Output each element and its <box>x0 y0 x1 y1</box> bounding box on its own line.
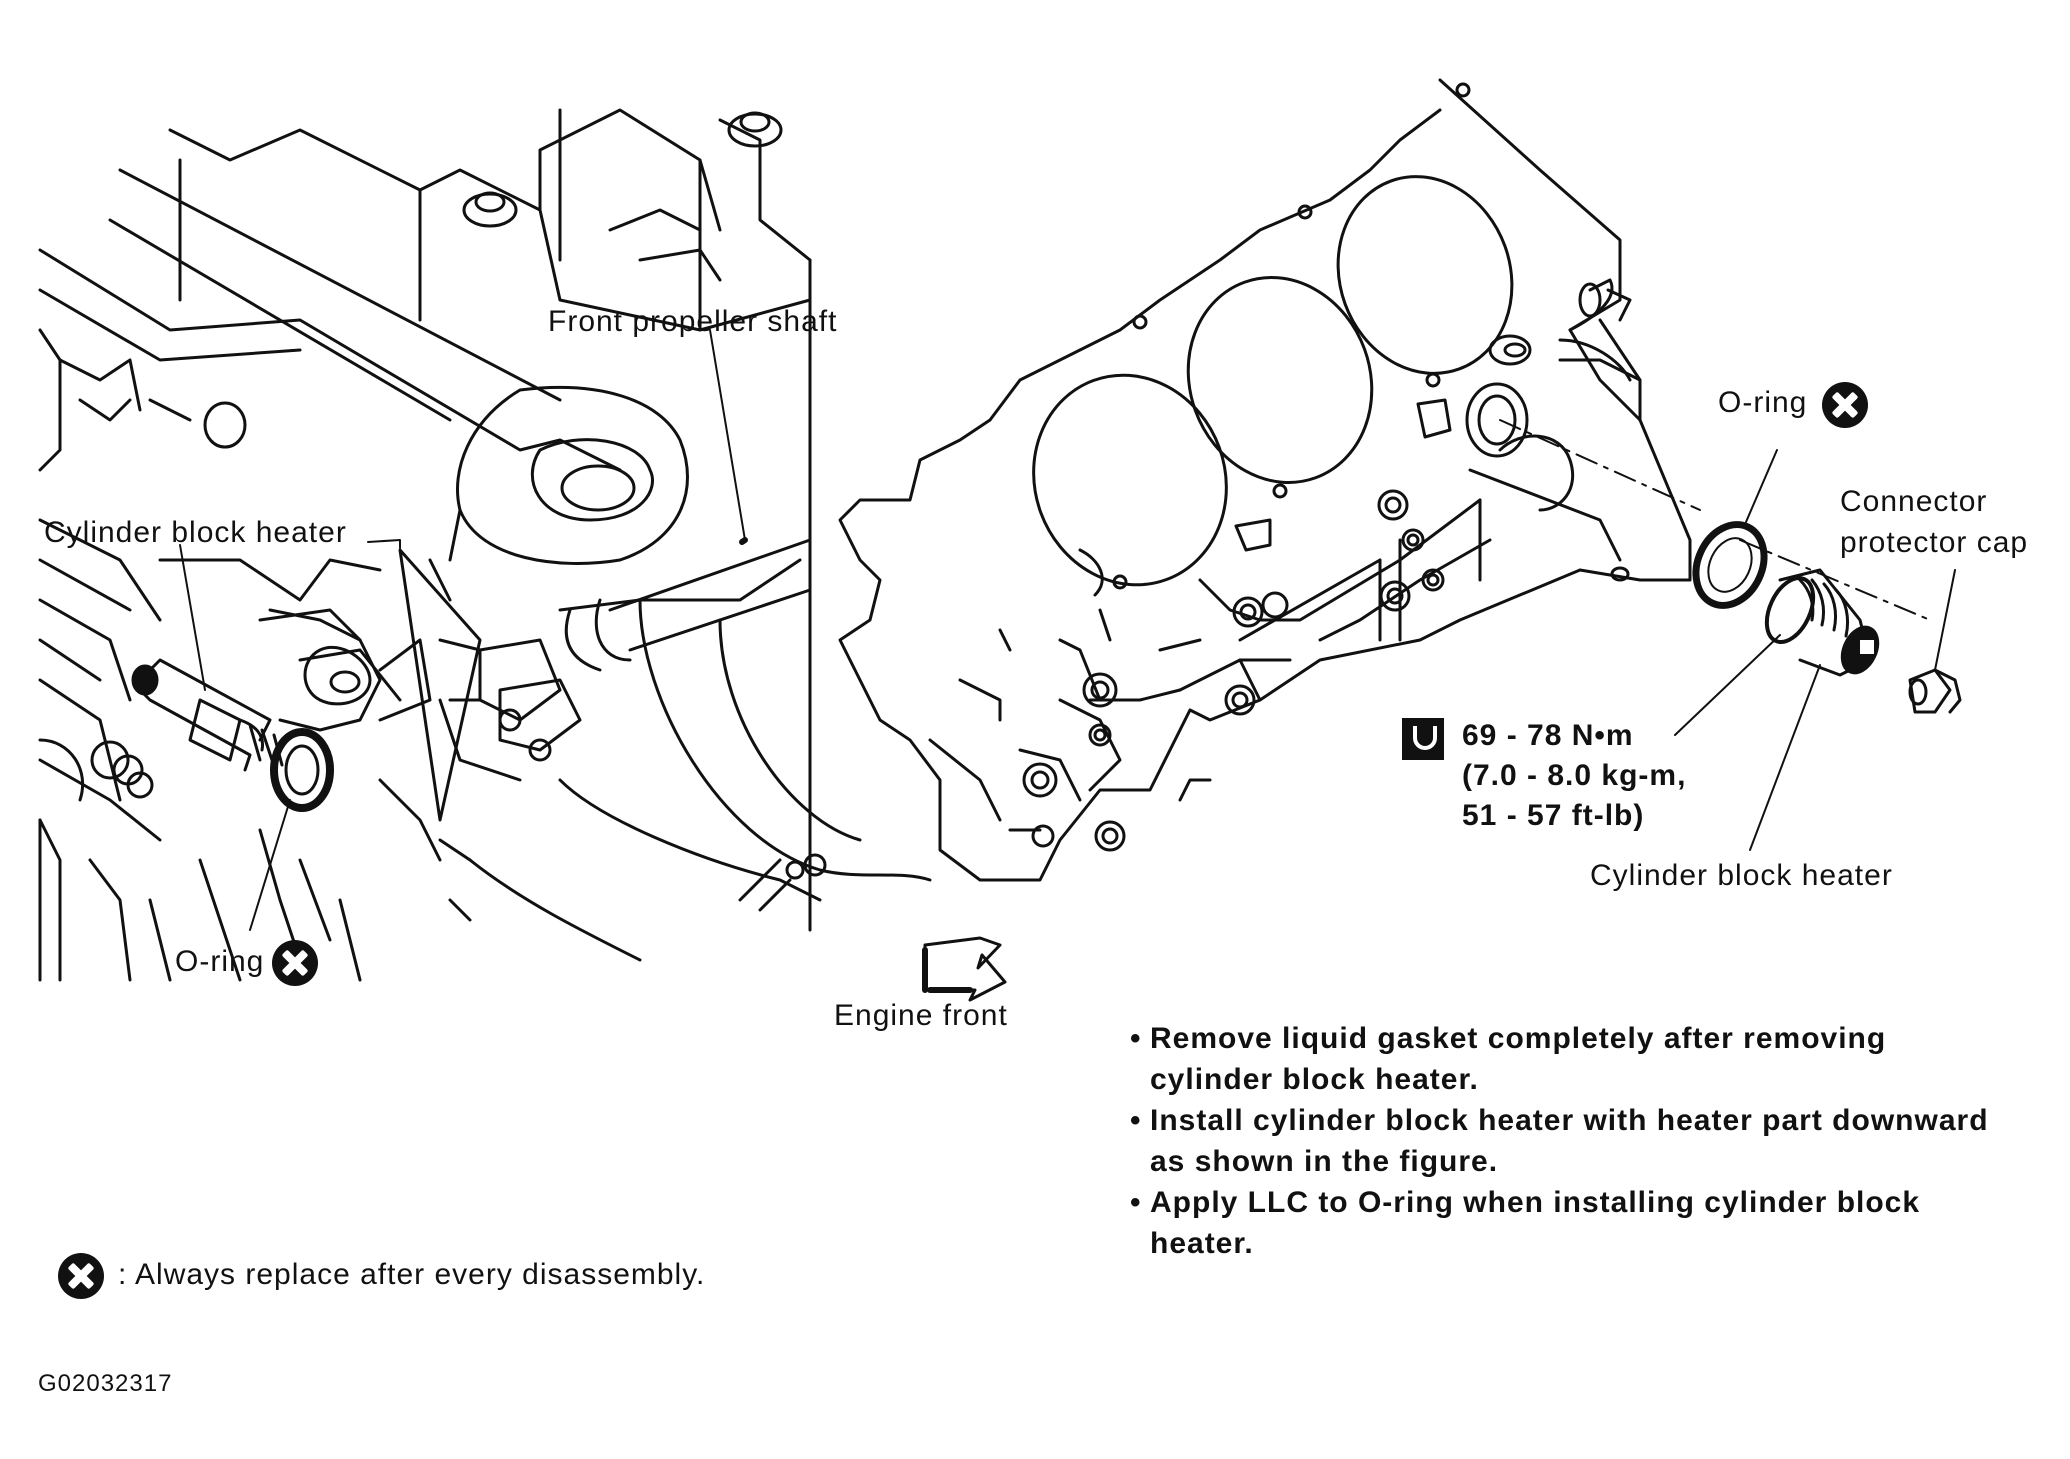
connector-protector-cap-label-line1: Connector <box>1840 485 1988 518</box>
right-cylinder-block-heater-label: Cylinder block heater <box>1590 859 1893 892</box>
torque-spec-line1: 69 - 78 N•m <box>1462 719 1634 752</box>
left-heater-part <box>131 658 284 772</box>
note-item: Remove liquid gasket completely after re… <box>1130 1018 2010 1100</box>
left-o-ring-part <box>270 728 334 812</box>
note-item: Apply LLC to O-ring when installing cyli… <box>1130 1182 2010 1264</box>
figure-id: G02032317 <box>38 1370 173 1397</box>
right-heater-part <box>1764 568 1880 677</box>
front-propeller-shaft-label: Front propeller shaft <box>548 305 838 338</box>
left-cylinder-block-heater-label: Cylinder block heater <box>44 516 347 549</box>
left-o-ring-label: O-ring <box>175 945 265 978</box>
torque-spec-line3: 51 - 57 ft-lb) <box>1462 799 1645 832</box>
torque-wrench-icon <box>1402 718 1444 760</box>
right-o-ring-part <box>1692 521 1768 609</box>
note-item: Install cylinder block heater with heate… <box>1130 1100 2010 1182</box>
connector-protector-cap-part <box>1908 668 1962 714</box>
engine-front-arrow-icon <box>922 936 1007 1002</box>
engine-front-label: Engine front <box>834 999 1008 1032</box>
replace-mark-icon <box>58 1253 104 1299</box>
torque-spec-line2: (7.0 - 8.0 kg-m, <box>1462 759 1687 792</box>
right-o-ring-label: O-ring <box>1718 386 1808 419</box>
connector-protector-cap-label-line2: protector cap <box>1840 526 2029 559</box>
legend-text: : Always replace after every disassembly… <box>118 1258 706 1291</box>
installation-notes: Remove liquid gasket completely after re… <box>1130 1018 2010 1264</box>
replace-mark-icon <box>272 940 318 986</box>
cylinder-bores <box>1032 175 1514 587</box>
right-engine-illustration <box>838 78 1962 882</box>
left-engine-illustration <box>38 108 932 982</box>
replace-mark-icon <box>1822 382 1868 428</box>
